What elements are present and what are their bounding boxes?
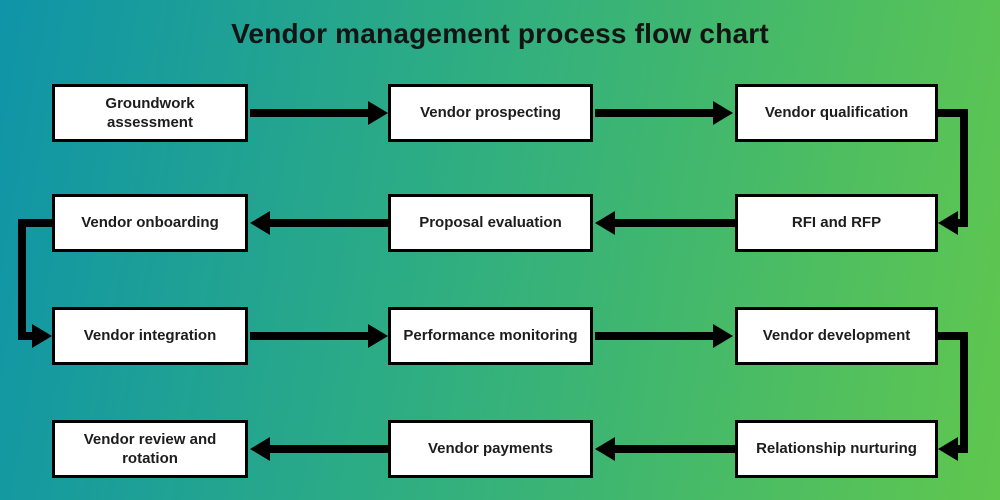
arrow-head-icon <box>713 101 733 125</box>
page-title: Vendor management process flow chart <box>231 18 769 49</box>
node-rfi-and-rfp: RFI and RFP <box>735 194 938 252</box>
arrow-shaft <box>250 109 372 117</box>
arrow-shaft <box>613 445 735 453</box>
node-groundwork-assessment: Groundwork assessment <box>52 84 248 142</box>
arrow-shaft <box>613 219 735 227</box>
node-vendor-review-and-rotation: Vendor review and rotation <box>52 420 248 478</box>
arrow-shaft <box>268 445 388 453</box>
arrow-shaft <box>268 219 388 227</box>
node-proposal-evaluation: Proposal evaluation <box>388 194 593 252</box>
node-relationship-nurturing: Relationship nurturing <box>735 420 938 478</box>
arrow-head-icon <box>368 101 388 125</box>
arrow-head-icon <box>250 437 270 461</box>
node-vendor-onboarding: Vendor onboarding <box>52 194 248 252</box>
node-vendor-qualification: Vendor qualification <box>735 84 938 142</box>
arrow-head-icon <box>595 211 615 235</box>
arrow-elbow-segment <box>960 109 968 227</box>
arrow-head-icon <box>368 324 388 348</box>
arrow-shaft <box>595 109 715 117</box>
arrow-head-icon <box>938 437 958 461</box>
node-performance-monitoring: Performance monitoring <box>388 307 593 365</box>
arrow-head-icon <box>32 324 52 348</box>
arrow-elbow-segment <box>18 219 52 227</box>
node-vendor-payments: Vendor payments <box>388 420 593 478</box>
node-vendor-integration: Vendor integration <box>52 307 248 365</box>
arrow-elbow-segment <box>960 332 968 453</box>
arrow-elbow-segment <box>938 109 968 117</box>
arrow-shaft <box>595 332 715 340</box>
node-vendor-prospecting: Vendor prospecting <box>388 84 593 142</box>
arrow-head-icon <box>713 324 733 348</box>
arrow-elbow-segment <box>956 445 968 453</box>
arrow-head-icon <box>595 437 615 461</box>
arrow-shaft <box>250 332 372 340</box>
arrow-head-icon <box>938 211 958 235</box>
arrow-elbow-segment <box>956 219 968 227</box>
arrow-elbow-segment <box>18 219 26 340</box>
node-vendor-development: Vendor development <box>735 307 938 365</box>
arrow-elbow-segment <box>938 332 968 340</box>
arrow-elbow-segment <box>24 332 38 340</box>
arrow-head-icon <box>250 211 270 235</box>
